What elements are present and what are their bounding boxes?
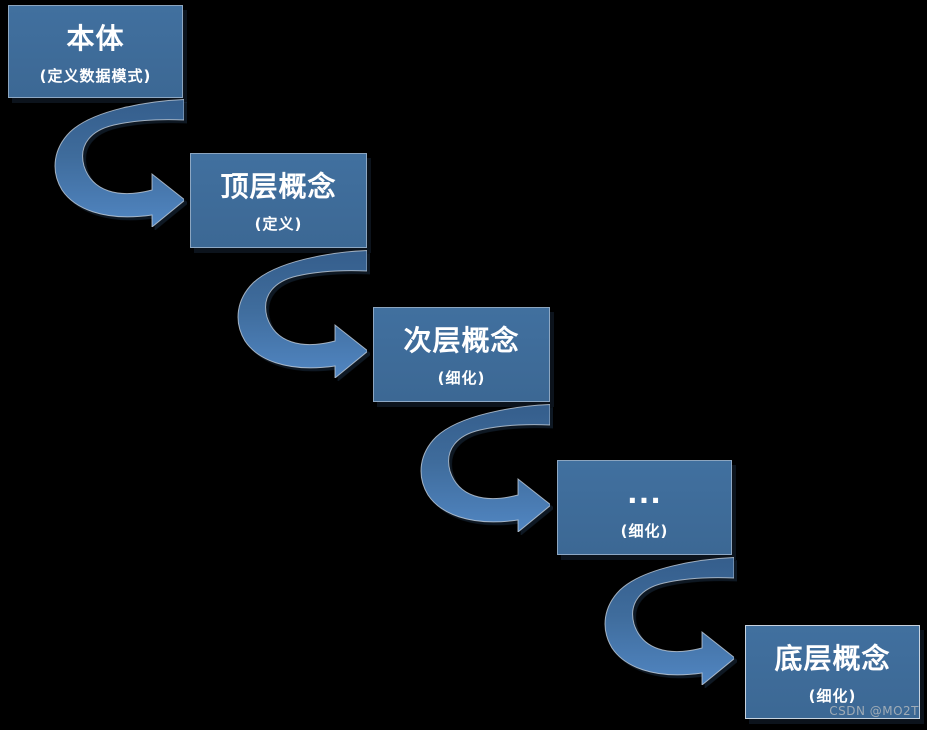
step-subtitle: (细化): [437, 369, 486, 387]
step-subtitle: (细化): [808, 687, 857, 705]
step-title: 次层概念: [403, 324, 520, 357]
step-box-top-concept: 顶层概念 (定义): [190, 153, 367, 248]
curved-arrow-icon-4: [604, 556, 734, 685]
step-title: 本体: [66, 22, 125, 55]
step-subtitle: (细化): [620, 522, 669, 540]
step-box-ontology: 本体 (定义数据模式): [8, 5, 183, 98]
curved-arrow-icon-2: [237, 249, 367, 378]
step-subtitle: (定义数据模式): [39, 67, 152, 85]
step-title: 顶层概念: [220, 170, 337, 203]
step-box-second-concept: 次层概念 (细化): [373, 307, 550, 402]
step-subtitle: (定义): [254, 215, 303, 233]
watermark: CSDN @MO2T: [829, 704, 919, 718]
step-title: 底层概念: [774, 642, 891, 675]
step-title: ...: [627, 477, 662, 510]
step-box-ellipsis: ... (细化): [557, 460, 732, 555]
curved-arrow-icon-3: [420, 403, 550, 532]
step-box-bottom-concept: 底层概念 (细化): [745, 625, 920, 719]
curved-arrow-icon-1: [54, 98, 184, 227]
